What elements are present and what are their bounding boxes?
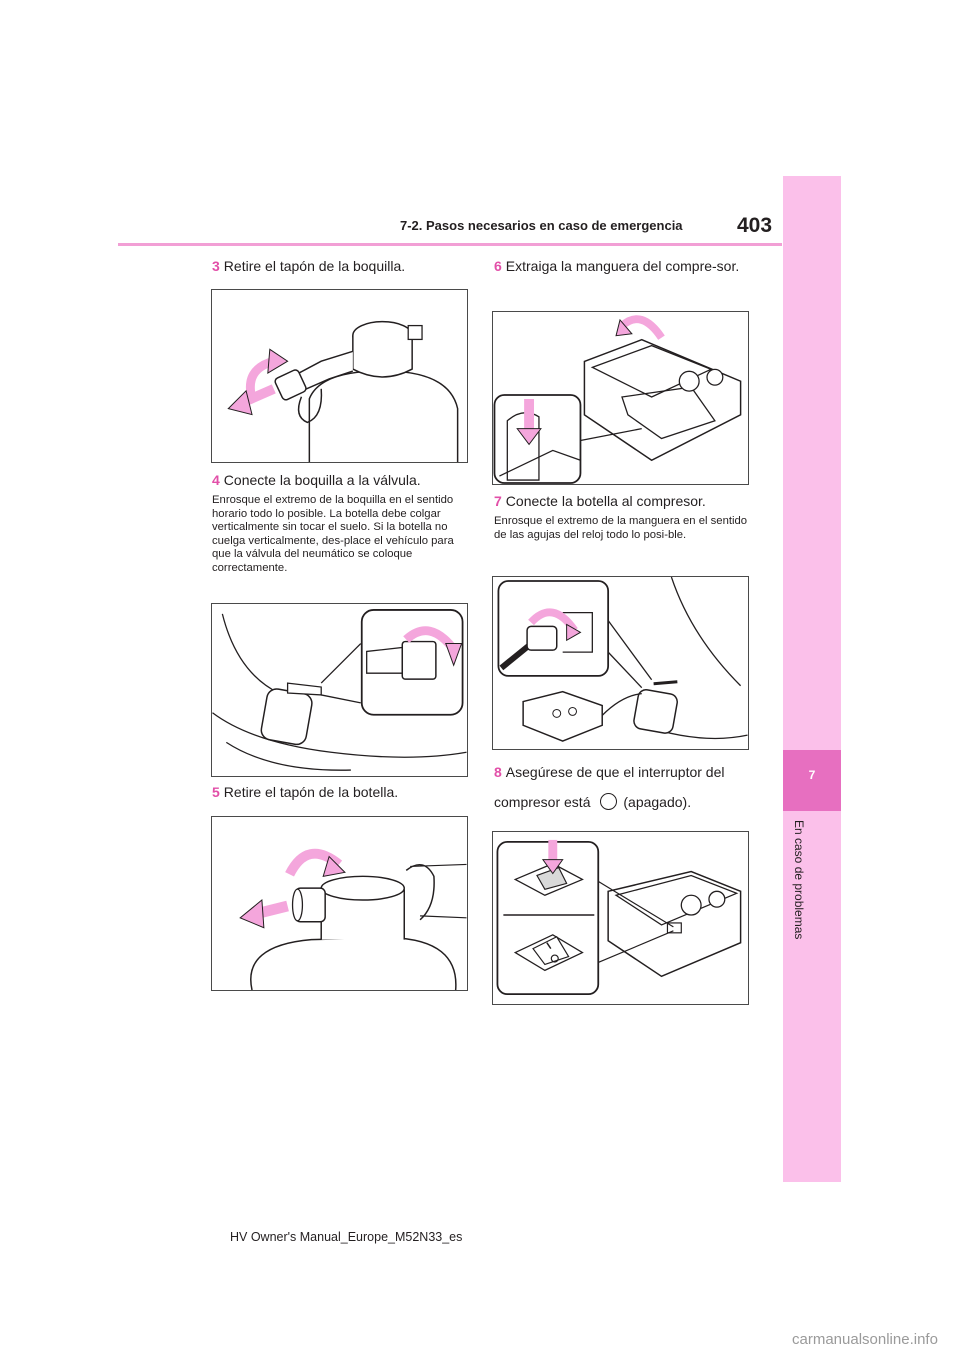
figure-switch-off (492, 831, 749, 1005)
chapter-tab-active[interactable] (783, 750, 841, 811)
chapter-label: En caso de problemas (792, 820, 806, 940)
illustration-nozzle-cap (227, 320, 459, 462)
illustration-bottle-compressor (497, 577, 748, 742)
step-number: 8 (494, 764, 502, 780)
figure-connect-bottle-compressor (492, 576, 749, 750)
illustration-extract-hose (493, 315, 742, 484)
step-4-note: Enrosque el extremo de la boquilla en el… (212, 494, 454, 574)
step-number: 6 (494, 258, 502, 274)
figure-remove-bottle-cap (211, 816, 468, 991)
chapter-number: 7 (808, 768, 816, 782)
step-7-note: Enrosque el extremo de la manguera en el… (494, 515, 748, 541)
step-number: 5 (212, 784, 220, 800)
step-text: Conecte la botella al compresor. (505, 493, 706, 509)
chapter-side-tab (783, 176, 841, 1182)
figure-connect-nozzle-valve (211, 603, 468, 777)
header-divider (118, 243, 782, 246)
illustration-nozzle-valve (212, 609, 467, 771)
step-number: 7 (494, 493, 502, 509)
step-text: Retire el tapón de la boquilla. (223, 258, 406, 274)
step-text: Conecte la boquilla a la válvula. (223, 472, 421, 488)
step-text: Asegúrese de que el interruptor del comp… (494, 764, 725, 810)
step-text: Extraiga la manguera del compre-sor. (505, 258, 740, 274)
figure-remove-nozzle-cap (211, 289, 468, 463)
page-number: 403 (737, 214, 773, 237)
step-number: 3 (212, 258, 220, 274)
watermark: carmanualsonline.info (792, 1331, 938, 1348)
step-text-suffix: (apagado). (623, 794, 692, 810)
section-title: 7-2. Pasos necesarios en caso de emergen… (400, 218, 683, 233)
illustration-bottle-cap (239, 848, 467, 990)
figure-extract-hose (492, 311, 749, 485)
step-text: Retire el tapón de la botella. (223, 784, 399, 800)
footer-manual-name: HV Owner's Manual_Europe_M52N33_es (230, 1230, 463, 1244)
step-number: 4 (212, 472, 220, 488)
illustration-switch-off (496, 839, 742, 996)
circle-off-icon (600, 793, 618, 810)
